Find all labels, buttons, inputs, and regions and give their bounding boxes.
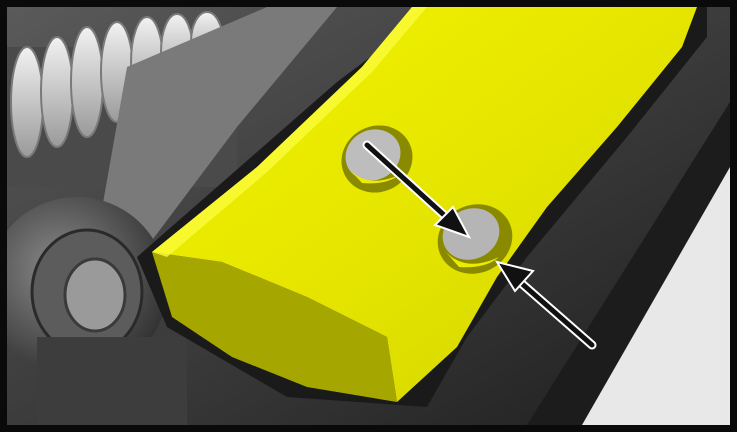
brake-shoe-illustration [7, 7, 730, 425]
